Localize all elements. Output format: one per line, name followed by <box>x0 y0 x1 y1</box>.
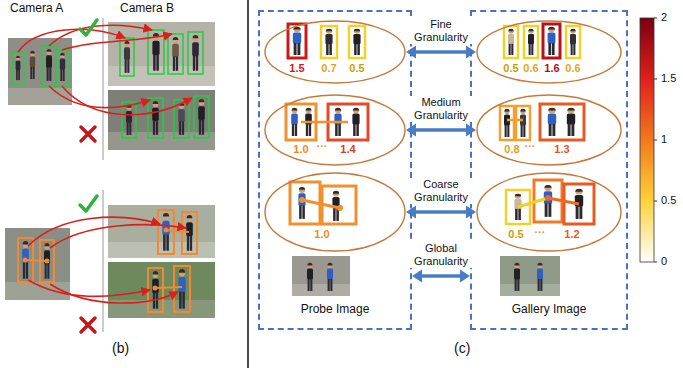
double-arrow <box>406 124 476 137</box>
panel-divider <box>247 0 249 368</box>
double-arrow <box>406 206 476 219</box>
score-number: ··· <box>317 140 328 153</box>
score-number: 0.6 <box>523 62 538 75</box>
color-bar <box>640 18 657 262</box>
score-number: 1.6 <box>544 62 559 75</box>
ellipse-outline <box>264 20 406 84</box>
arrow-line <box>415 128 467 132</box>
part-ellipse: 1.0 ··· 1.4 <box>264 94 406 166</box>
match-arrows-top <box>18 25 192 115</box>
panel-caption: Probe Image <box>260 302 410 316</box>
score-number: 0.5 <box>508 228 523 241</box>
part-ellipse: 1.5 0.7 0.5 <box>264 20 406 84</box>
arrow-line <box>415 210 467 214</box>
ellipse-outline <box>477 173 621 251</box>
score-number: 1.0 <box>314 228 329 241</box>
score-number: 1.3 <box>554 143 569 156</box>
score-number: 1.4 <box>340 143 355 156</box>
score-number: 0.8 <box>504 143 519 156</box>
arrow-line <box>415 50 467 54</box>
granularity-label: Medium Granularity <box>408 96 474 122</box>
colorbar-tick: 2 <box>661 11 667 24</box>
score-number: 0.5 <box>349 62 364 75</box>
arrow-line <box>421 274 461 278</box>
check-mark <box>80 20 97 35</box>
part-ellipse: 0.5 0.6 1.6 0.6 <box>476 20 622 84</box>
score-number: ··· <box>535 226 546 239</box>
score-number: 1.2 <box>564 228 579 241</box>
image-panel: Probe Image 1.5 0.7 0.5 1.0 ··· 1.4 1.0 <box>258 10 412 330</box>
ellipse-outline <box>476 94 622 166</box>
score-number: 0.5 <box>503 62 518 75</box>
part-ellipse: 0.5 ··· 1.2 <box>476 172 622 252</box>
camera-photos-top <box>8 18 215 160</box>
ellipse-outline <box>477 95 621 165</box>
ellipse-outline <box>264 172 406 252</box>
score-number: 0.7 <box>321 62 336 75</box>
granularity-label: Coarse Granularity <box>408 178 474 204</box>
score-number: 0.6 <box>565 62 580 75</box>
arrow-head <box>460 270 470 283</box>
ellipse-outline <box>265 95 405 165</box>
colorbar-tick: 0 <box>661 255 667 268</box>
double-arrow <box>406 46 476 59</box>
part-ellipse: 1.0 <box>264 172 406 252</box>
ellipse-outline <box>265 173 405 251</box>
match-arrows-bottom <box>28 217 186 303</box>
ellipse-outline <box>477 21 621 83</box>
ellipse-outline <box>265 21 405 83</box>
check-mark <box>80 196 97 211</box>
score-number: 1.0 <box>293 143 308 156</box>
cross-mark <box>81 127 95 141</box>
panel-caption: Gallery Image <box>472 302 626 316</box>
camera-label: Camera B <box>120 2 174 16</box>
colorbar-tick: 1 <box>661 133 667 146</box>
cross-mark <box>81 318 95 332</box>
double-arrow <box>412 270 470 283</box>
ellipse-outline <box>476 20 622 84</box>
part-ellipse: 0.8 ··· 1.3 <box>476 94 622 166</box>
granularity-label: Fine Granularity <box>408 18 474 44</box>
camera-photos-bottom <box>5 190 215 332</box>
subfigure-label: (b) <box>112 340 129 356</box>
subfigure-label: (c) <box>454 340 470 356</box>
score-number: ··· <box>525 140 536 153</box>
granularity-label: Global Granularity <box>408 242 474 268</box>
colorbar-tick: 1.5 <box>661 72 676 85</box>
camera-label: Camera A <box>10 2 63 16</box>
score-number: 1.5 <box>289 62 304 75</box>
ellipse-outline <box>264 94 406 166</box>
colorbar-tick: 0.5 <box>661 194 676 207</box>
ellipse-outline <box>476 172 622 252</box>
image-panel: Gallery Image 0.5 0.6 1.6 0.6 0.8 ··· 1.3 0.5 ···… <box>470 10 628 330</box>
arrow-head <box>412 270 422 283</box>
